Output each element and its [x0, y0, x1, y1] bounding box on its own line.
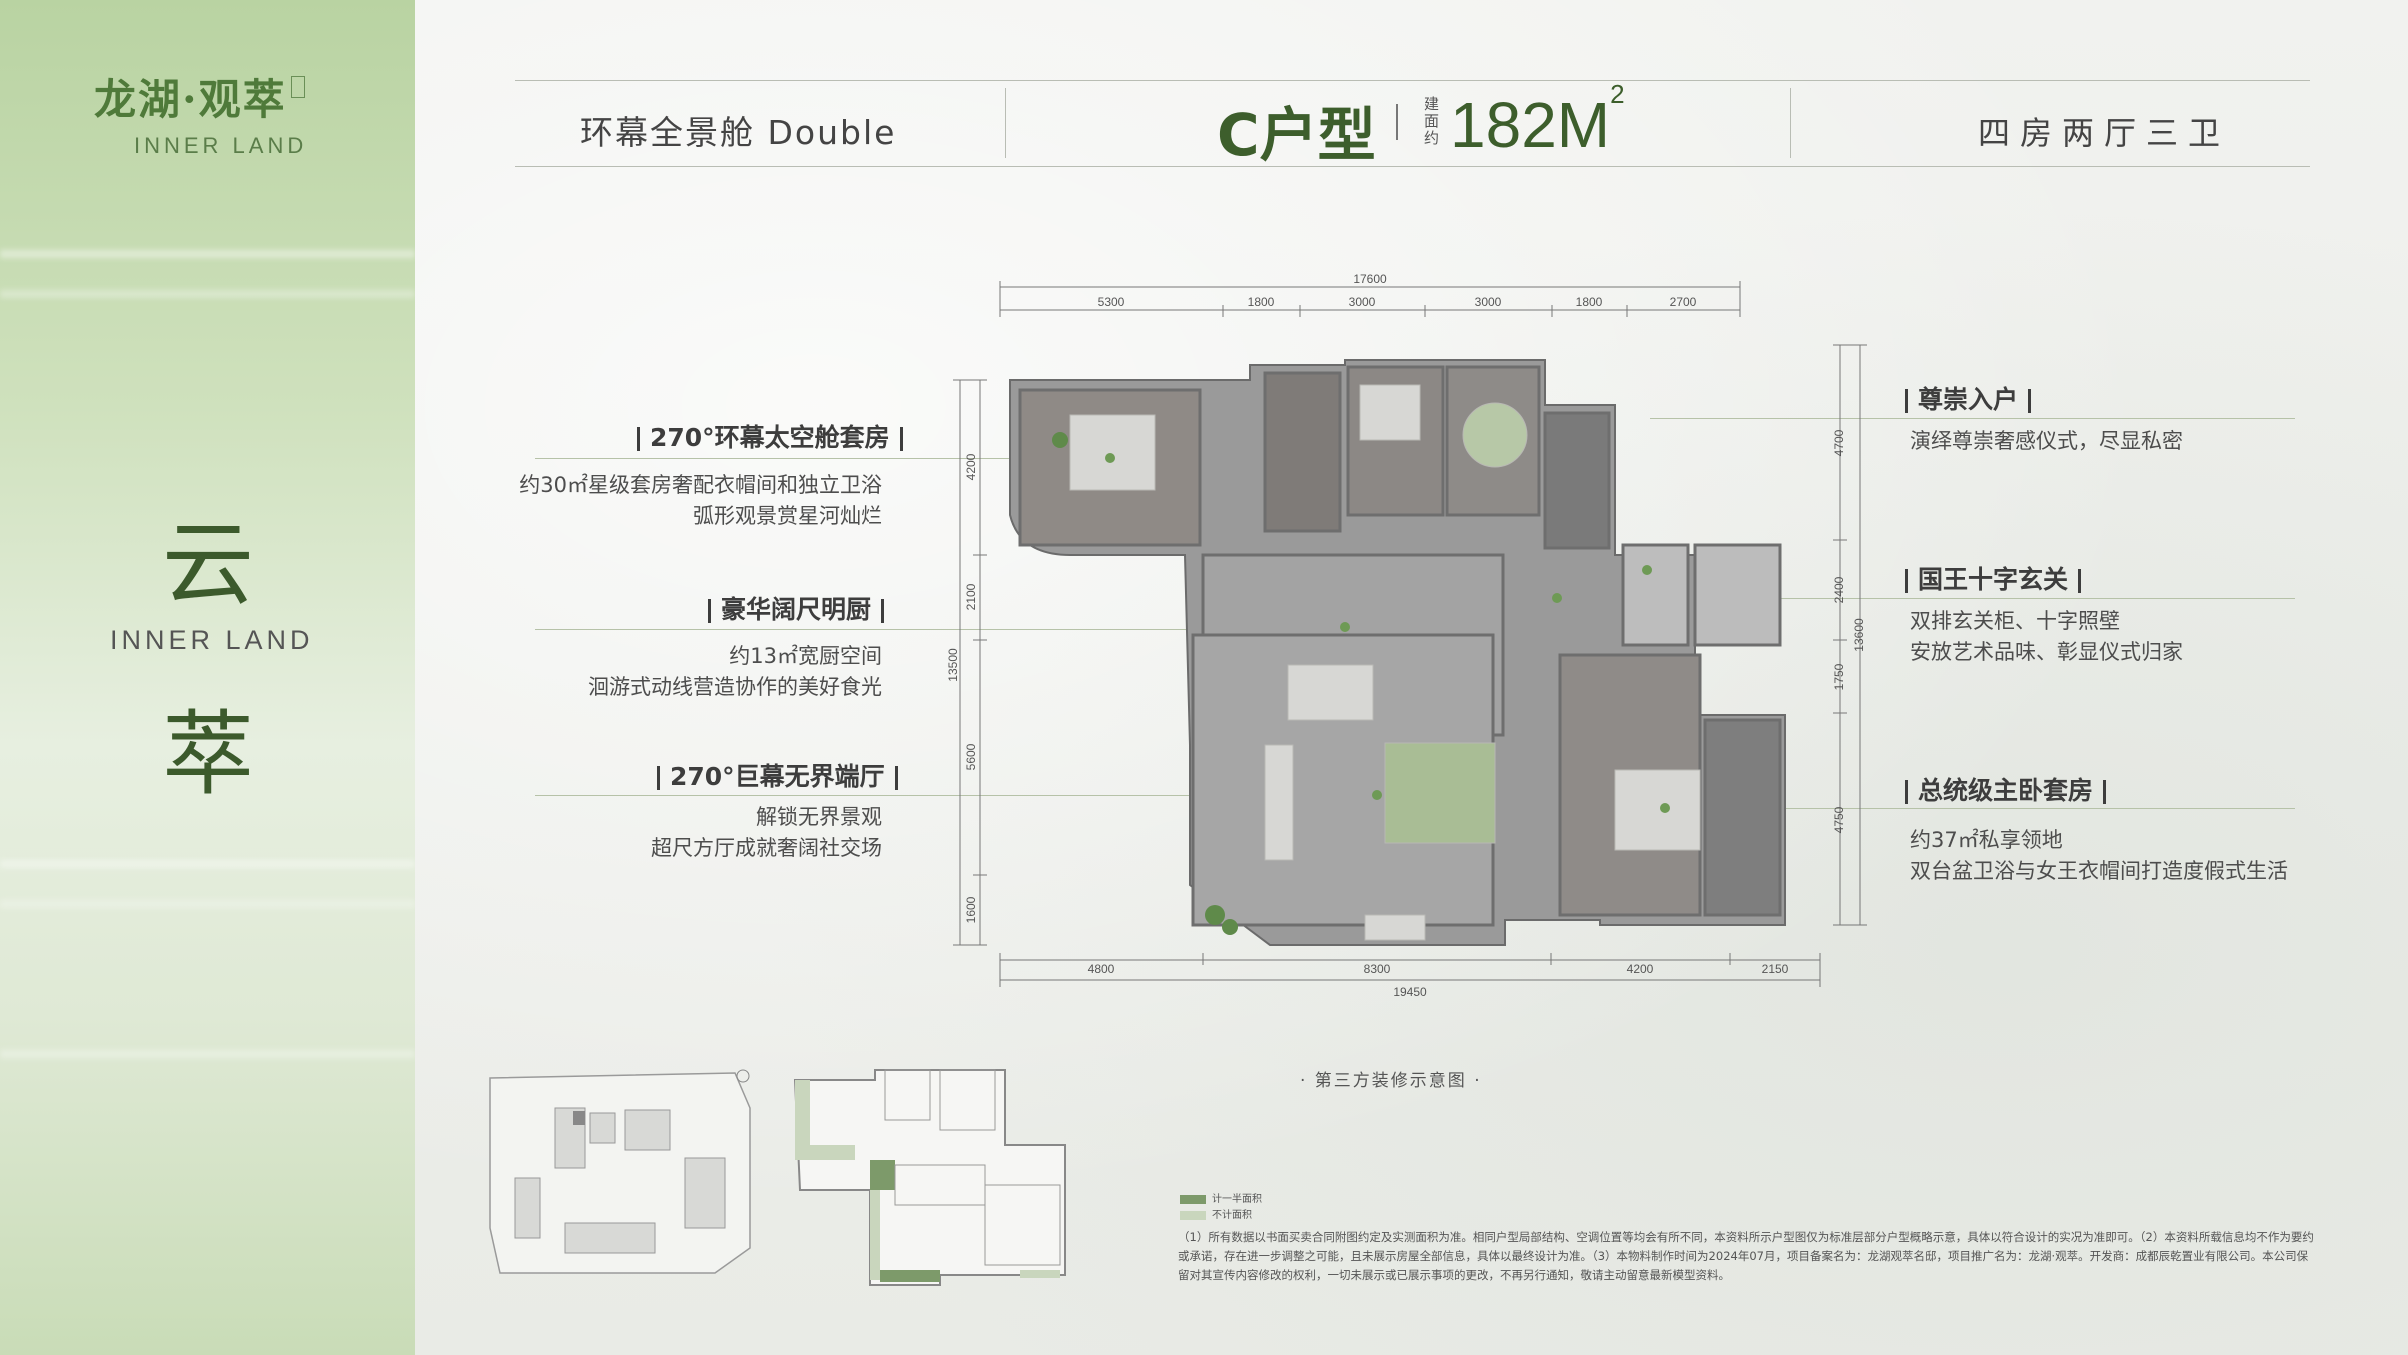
dim-top: 1800	[1576, 295, 1603, 309]
dim-top: 3000	[1475, 295, 1502, 309]
header-bar	[1396, 104, 1398, 140]
brand-name: 龙湖·观萃	[94, 75, 287, 124]
header-rule-bottom	[515, 166, 2310, 167]
dim-right: 1750	[1832, 663, 1846, 690]
side-subtitle: INNER LAND	[110, 625, 314, 655]
dim-left: 5600	[964, 743, 978, 770]
annotation-line	[535, 795, 1395, 796]
brand-name-en: INNER LAND	[134, 133, 308, 158]
area-unit-sup: 2	[1610, 78, 1625, 109]
key-plan	[793, 1069, 1066, 1286]
annotation-title-master: 总统级主卧套房	[1895, 771, 2116, 807]
annotation-line	[1760, 598, 2295, 599]
plan-caption: · 第三方装修示意图 ·	[1300, 1071, 1482, 1091]
dim-top: 1800	[1248, 295, 1275, 309]
header-rule-top	[515, 80, 2310, 81]
dim-bottom: 4200	[1627, 962, 1654, 976]
dim-right: 4750	[1832, 806, 1846, 833]
annotation-text-living: 解锁无界景观超尺方厅成就奢阔社交场	[651, 805, 882, 860]
footnote: （1）所有数据以书面买卖合同附图约定及实测面积为准。相同户型局部结构、空调位置等…	[1178, 1230, 2314, 1282]
annotation-title-foyer: 国王十字玄关	[1895, 560, 2091, 596]
room-master-bath	[1703, 718, 1782, 917]
area-label: 建面约	[1424, 95, 1440, 147]
dim-top: 5300	[1098, 295, 1125, 309]
unit-type: C户型	[1217, 101, 1376, 169]
side-char-2: 萃	[162, 701, 255, 808]
area-number: 182M	[1450, 89, 1611, 161]
dim-top-total: 17600	[1353, 272, 1387, 286]
header-left-title: 环幕全景舱 Double	[580, 113, 897, 152]
dim-left: 1600	[964, 896, 978, 923]
side-panel: 龙湖·观萃 INNER LAND 云 INNER LAND 萃	[0, 0, 415, 1355]
compass-icon	[736, 1069, 750, 1083]
brand-seal-icon	[290, 76, 305, 98]
light-streak	[0, 860, 415, 868]
dim-left: 4200	[964, 453, 978, 480]
annotation-text-kitchen: 约13㎡宽厨空间洄游式动线营造协作的美好食光	[588, 644, 882, 699]
annotation-text-suite: 约30㎡星级套房奢配衣帽间和独立卫浴弧形观景赏星河灿烂	[519, 473, 882, 528]
annotation-line	[535, 629, 1355, 630]
legend-half: 计一半面积	[1180, 1190, 1262, 1205]
legend-swatch-none	[1180, 1210, 1206, 1220]
light-streak	[0, 1050, 415, 1058]
annotation-line	[1700, 808, 2295, 809]
annotation-title-kitchen: 豪华阔尺明厨	[698, 590, 894, 626]
brand-logo: 龙湖·观萃 INNER LAND	[94, 66, 307, 159]
dim-bottom-total: 19450	[1393, 985, 1427, 999]
dim-right: 2400	[1832, 576, 1846, 603]
dim-bottom: 8300	[1364, 962, 1391, 976]
header-divider	[1005, 88, 1006, 158]
dim-top: 3000	[1349, 295, 1376, 309]
dim-bottom: 2150	[1762, 962, 1789, 976]
annotation-line	[1650, 418, 2295, 419]
light-streak	[0, 250, 415, 258]
layout-summary: 四房两厅三卫	[1978, 114, 2231, 152]
annotation-text-foyer: 双排玄关柜、十字照壁安放艺术品味、彰显仪式归家	[1910, 609, 2183, 664]
legend-swatch-half	[1180, 1194, 1206, 1204]
site-map	[489, 1069, 751, 1274]
header-divider	[1790, 88, 1791, 158]
room-foyer	[1621, 543, 1690, 647]
dim-top: 2700	[1670, 295, 1697, 309]
annotation-line	[535, 458, 1135, 459]
floor-plan: 17600 5300 1800 3000 3000 1800 2700 4800…	[946, 272, 1867, 999]
area-value: 182M2	[1450, 79, 1625, 162]
legend-none: 不计面积	[1180, 1206, 1252, 1221]
dim-bottom: 4800	[1088, 962, 1115, 976]
annotation-title-suite: 270°环幕太空舱套房	[627, 418, 913, 454]
light-streak	[0, 290, 415, 298]
dim-right: 4700	[1832, 429, 1846, 456]
annotation-text-entry: 演绎尊崇奢感仪式，尽显私密	[1910, 429, 2183, 453]
annotation-title-living: 270°巨幕无界端厅	[647, 757, 908, 793]
annotation-title-entry: 尊崇入户	[1895, 380, 2041, 416]
dim-right-total: 13600	[1852, 618, 1866, 652]
dim-left-total: 13500	[946, 648, 960, 682]
light-streak	[0, 900, 415, 908]
annotation-text-master: 约37㎡私享领地双台盆卫浴与女王衣帽间打造度假式生活	[1910, 828, 2288, 883]
side-char-1: 云	[162, 511, 255, 618]
dim-left: 2100	[964, 583, 978, 610]
